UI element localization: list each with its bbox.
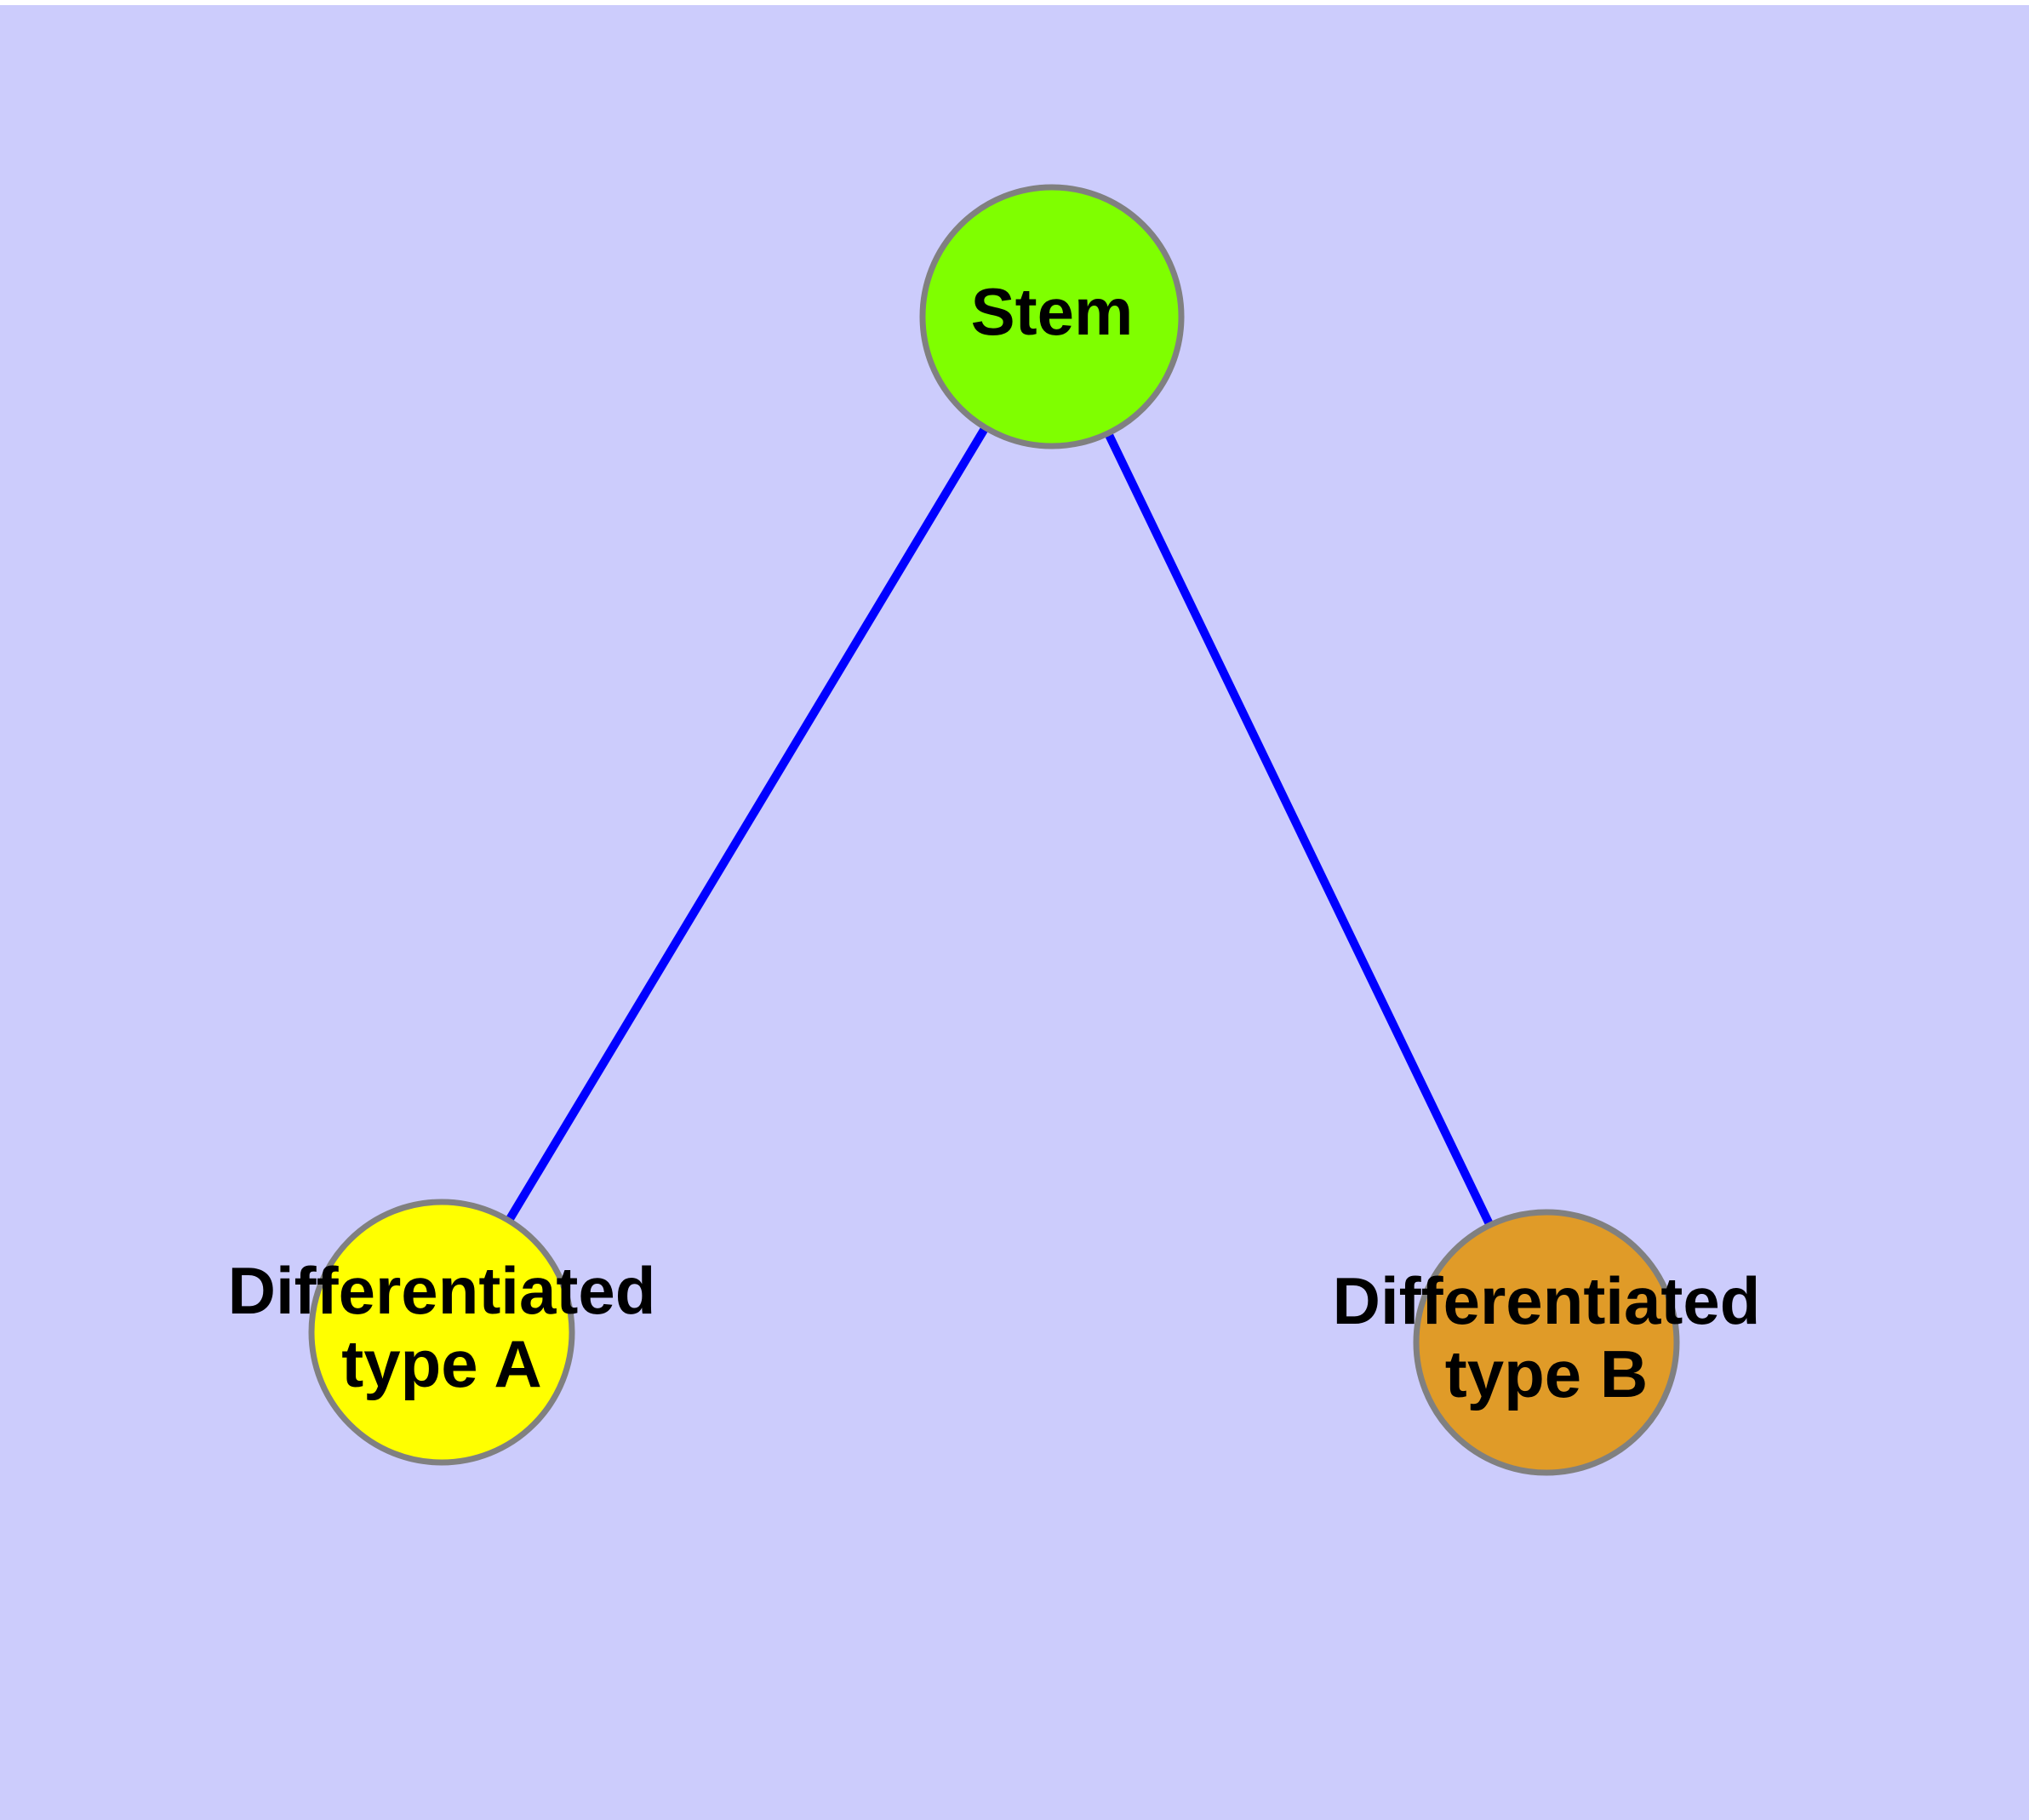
graph-edge-stem-diff_b — [1048, 314, 1551, 1345]
graph-node-stem[interactable]: Stem — [919, 184, 1185, 449]
node-circle-diff_a[interactable] — [308, 1199, 575, 1466]
edge-layer — [437, 314, 1551, 1345]
node-label-line: type A — [341, 1326, 542, 1401]
node-label-stem: Stem — [971, 274, 1134, 349]
node-circle-diff_b[interactable] — [1413, 1209, 1680, 1476]
node-label-line: Differentiated — [1333, 1263, 1761, 1338]
node-circle-stem[interactable] — [919, 184, 1185, 449]
node-label-line: Stem — [971, 274, 1134, 349]
node-label-line: Differentiated — [228, 1253, 656, 1328]
node-label-line: type B — [1445, 1336, 1648, 1411]
graph-edge-stem-diff_a — [437, 314, 1056, 1335]
